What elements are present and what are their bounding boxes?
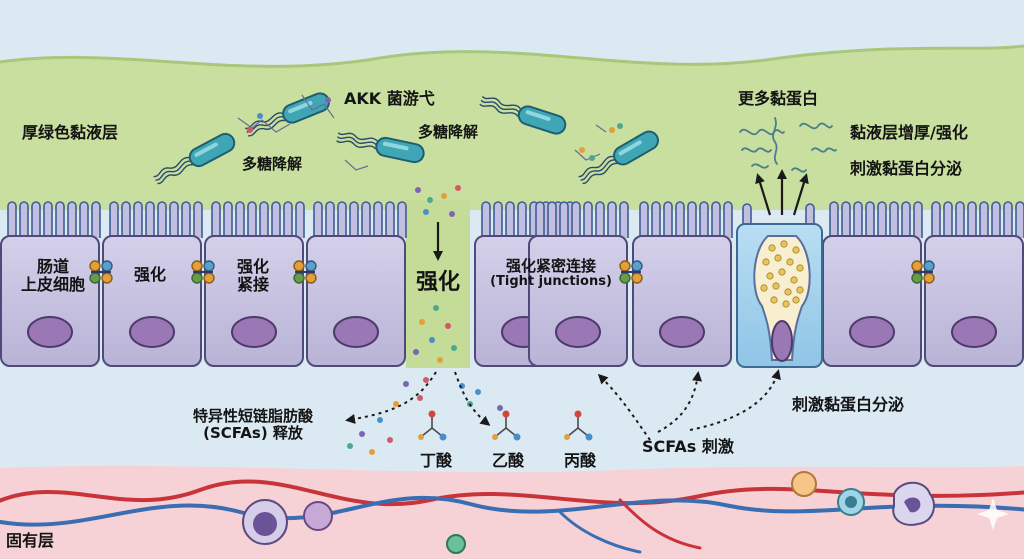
strengthen-junction-line1: 强化 bbox=[236, 257, 269, 276]
tight-junction-knot bbox=[619, 260, 643, 284]
epithelial-cell bbox=[822, 235, 922, 367]
cell-nucleus bbox=[951, 316, 997, 348]
epithelial-cell bbox=[924, 235, 1024, 367]
akk-bacterium bbox=[336, 132, 425, 164]
epithelial-cell bbox=[632, 235, 732, 367]
scfa-molecule-icon bbox=[564, 410, 593, 441]
cell-nucleus bbox=[333, 316, 379, 348]
cell-nucleus bbox=[231, 316, 277, 348]
mucus-layer-region bbox=[0, 46, 1024, 210]
acetate-label: 乙酸 bbox=[492, 451, 525, 470]
epithelial-label: 肠道 上皮细胞 bbox=[14, 257, 92, 295]
akk-bacterium bbox=[578, 130, 659, 185]
scfa-molecule-icon bbox=[418, 410, 447, 441]
tight-junction-knot bbox=[911, 260, 935, 284]
tight-junction-label: 强化紧密连接 (Tight junctions) bbox=[474, 257, 628, 290]
scfa-release-line1: 特异性短链脂肪酸 bbox=[192, 407, 313, 425]
cell-nucleus bbox=[27, 316, 73, 348]
mucus-thicken-label: 黏液层增厚/强化 bbox=[850, 123, 968, 142]
polysaccharide-left-label: 多糖降解 bbox=[242, 155, 303, 173]
secretion-arrows bbox=[755, 169, 809, 216]
akk-bacterium bbox=[479, 95, 567, 135]
epithelial-cell bbox=[528, 235, 628, 367]
scfa-release-label: 特异性短链脂肪酸 (SCFAs) 释放 bbox=[160, 407, 346, 443]
epithelial-label-line2: 上皮细胞 bbox=[20, 275, 85, 295]
mucus-layer-edge bbox=[0, 44, 1024, 68]
lamina-propria-label: 固有层 bbox=[6, 531, 55, 550]
butyrate-label: 丁酸 bbox=[420, 451, 453, 470]
tight-junction-knot bbox=[293, 260, 317, 284]
epithelial-label-line1: 肠道 bbox=[36, 257, 69, 276]
epithelial-cell-row bbox=[0, 235, 1024, 367]
tight-junction-knot bbox=[89, 260, 113, 284]
polysaccharide-center-label: 多糖降解 bbox=[418, 123, 479, 141]
cell-nucleus bbox=[129, 316, 175, 348]
goblet-nucleus bbox=[771, 320, 793, 362]
tight-junction-label-en: (Tight junctions) bbox=[490, 274, 612, 290]
tight-junction-knot bbox=[191, 260, 215, 284]
epithelial-cell bbox=[306, 235, 406, 367]
propionate-label: 丙酸 bbox=[564, 451, 597, 470]
mucus-penetration-zone bbox=[406, 200, 470, 368]
epithelial-cell bbox=[102, 235, 202, 367]
scfa-molecules bbox=[418, 410, 593, 441]
strengthen-junction-line2: 紧接 bbox=[236, 275, 269, 295]
akk-bacterium bbox=[153, 132, 236, 185]
cell-nucleus bbox=[555, 316, 601, 348]
scfa-release-line2: (SCFAs) 释放 bbox=[203, 424, 303, 443]
strengthen-label-1: 强化 bbox=[133, 265, 166, 284]
sparkle-icon bbox=[977, 498, 1009, 530]
stim-secretion-top-label: 刺激黏蛋白分泌 bbox=[850, 159, 963, 178]
mucus-layer-label: 厚绿色黏液层 bbox=[22, 123, 119, 142]
epithelial-cell bbox=[0, 235, 100, 367]
scfa-release-arrows bbox=[345, 369, 781, 441]
strengthen-junction-label: 强化 紧接 bbox=[228, 257, 278, 295]
mucin-fibers bbox=[739, 117, 837, 173]
microvilli bbox=[7, 201, 1024, 238]
tight-junction-label-cn: 强化紧密连接 bbox=[505, 257, 596, 275]
cell-nucleus bbox=[849, 316, 895, 348]
polysaccharide-fragments bbox=[237, 94, 607, 171]
akk-title-label: AKK 菌游弋 bbox=[344, 89, 435, 108]
tight-junctions bbox=[89, 260, 935, 284]
immune-cells bbox=[242, 471, 935, 554]
strengthen-big-label: 强化 bbox=[415, 270, 460, 295]
stim-secretion-bottom-label: 刺激黏蛋白分泌 bbox=[792, 395, 905, 414]
scfa-stimulate-label: SCFAs 刺激 bbox=[642, 437, 734, 456]
goblet-cell bbox=[736, 223, 823, 368]
scfa-molecule-icon bbox=[492, 410, 521, 441]
more-mucin-label: 更多黏蛋白 bbox=[738, 89, 819, 108]
vein bbox=[0, 495, 1024, 527]
scfa-particles bbox=[247, 97, 623, 455]
cell-nucleus bbox=[659, 316, 705, 348]
epithelial-cell bbox=[204, 235, 304, 367]
